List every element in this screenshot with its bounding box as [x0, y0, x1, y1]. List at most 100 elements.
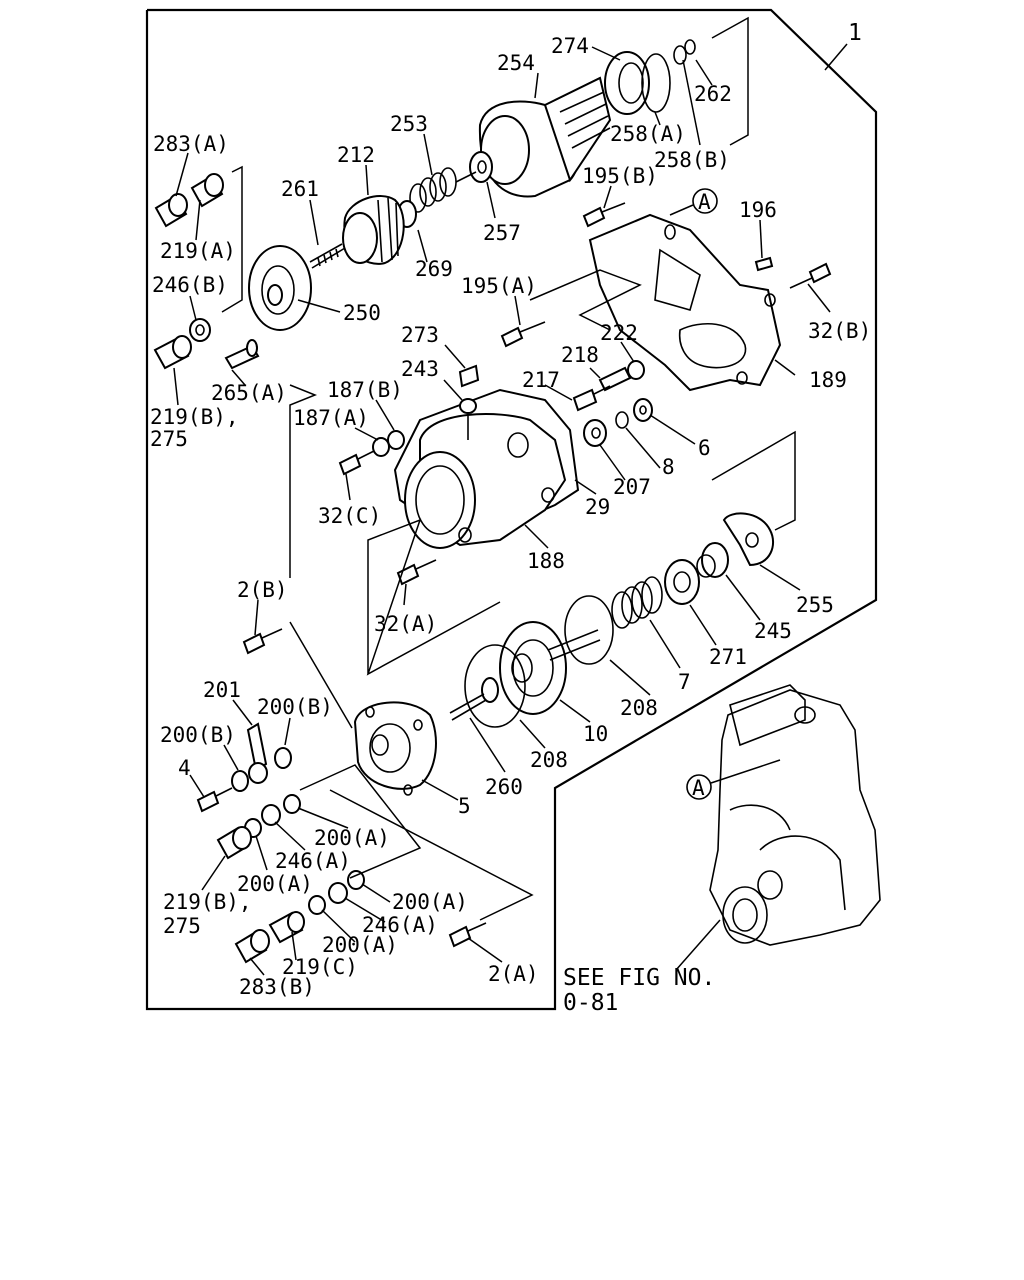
- part-5-cover: [353, 701, 437, 796]
- part-273-plug: [458, 364, 480, 388]
- part-201-fitting: [246, 722, 268, 784]
- part-255-plate: [722, 512, 775, 567]
- part-219c-fitting: [268, 911, 305, 944]
- part-261-screw: [309, 243, 346, 269]
- label-201: 201: [203, 678, 241, 702]
- part-254-housing: [478, 76, 612, 198]
- reference-pump-drawing: [709, 684, 881, 946]
- part-187a-washer: [372, 437, 390, 457]
- part-32b-bolt: [789, 262, 832, 289]
- label-271: 271: [709, 645, 747, 669]
- label-265a: 265(A): [211, 381, 287, 405]
- label-218: 218: [561, 343, 599, 367]
- label-261: 261: [281, 177, 319, 201]
- label-219b-lower: 219(B),: [163, 890, 252, 914]
- leader-lines: [173, 46, 831, 976]
- label-7: 7: [678, 670, 691, 694]
- part-218-pin: [598, 366, 632, 392]
- label-219c: 219(C): [282, 955, 358, 979]
- part-187b-washer: [387, 430, 405, 450]
- label-246b: 246(B): [152, 273, 228, 297]
- label-32c: 32(C): [318, 504, 381, 528]
- part-207-washer: [583, 419, 607, 447]
- part-208-oring-upper: [564, 595, 614, 665]
- label-2a: 2(A): [488, 962, 539, 986]
- part-243-washer: [459, 398, 477, 440]
- bracket-top-left: [221, 165, 243, 313]
- label-208-upper: 208: [620, 696, 658, 720]
- label-212: 212: [337, 143, 375, 167]
- label-243: 243: [401, 357, 439, 381]
- bracket-plate: [529, 269, 642, 331]
- part-257-washer: [469, 151, 493, 183]
- label-253: 253: [390, 112, 428, 136]
- part-283a-cap: [154, 193, 188, 228]
- label-208-lower: 208: [530, 748, 568, 772]
- part-7-spring: [611, 576, 663, 629]
- part-212-piston: [342, 195, 405, 265]
- part-219b-cap-upper: [153, 335, 192, 370]
- part-208-oring-lower: [464, 644, 526, 728]
- label-200a-1: 200(A): [314, 826, 390, 850]
- label-246a-1: 246(A): [275, 849, 351, 873]
- bracket-diaphragm: [711, 430, 796, 531]
- label-275-upper: 275: [150, 427, 188, 451]
- label-275-lower: 275: [163, 914, 201, 938]
- label-200a-3: 200(A): [392, 890, 468, 914]
- label-258b: 258(B): [654, 148, 730, 172]
- label-188: 188: [527, 549, 565, 573]
- part-200b-washer-right: [274, 747, 292, 769]
- label-196: 196: [739, 198, 777, 222]
- label-217: 217: [522, 368, 560, 392]
- part-32c-bolt: [338, 450, 375, 476]
- part-4-bolt: [196, 787, 233, 813]
- assembly-number: 1: [848, 20, 862, 46]
- label-274: 274: [551, 34, 589, 58]
- part-188-housing: [404, 413, 567, 549]
- label-283b: 283(B): [239, 975, 315, 999]
- label-262: 262: [694, 82, 732, 106]
- part-219b-cap-lower: [216, 826, 252, 860]
- label-195b: 195(B): [582, 164, 658, 188]
- part-250-cover: [248, 245, 312, 331]
- label-10: 10: [583, 722, 608, 746]
- part-196-pin: [754, 256, 774, 272]
- assembly-leader: [824, 43, 848, 71]
- part-274-locknut: [604, 51, 650, 115]
- see-fig-leader: [675, 919, 721, 971]
- part-217-bolt: [572, 385, 611, 412]
- label-255: 255: [796, 593, 834, 617]
- part-246a-nut-1: [261, 804, 281, 826]
- label-273: 273: [401, 323, 439, 347]
- part-6-nut: [633, 398, 653, 422]
- bracket-top-right: [711, 16, 749, 146]
- part-271-seat: [664, 559, 700, 605]
- see-fig-text-2: 0-81: [563, 990, 618, 1016]
- label-6: 6: [698, 436, 711, 460]
- label-250: 250: [343, 301, 381, 325]
- part-283b-cap: [234, 929, 270, 964]
- label-5: 5: [458, 794, 471, 818]
- label-200a-2: 200(A): [237, 872, 313, 896]
- see-fig-text-1: SEE FIG NO.: [563, 965, 715, 991]
- label-258a: 258(A): [610, 122, 686, 146]
- label-195a: 195(A): [461, 274, 537, 298]
- part-10-diaphragm: [499, 621, 601, 715]
- label-207: 207: [613, 475, 651, 499]
- label-29: 29: [585, 495, 610, 519]
- part-265a-fitting: [224, 339, 260, 370]
- part-2a-bolt: [448, 922, 487, 948]
- bracket-housing: [289, 384, 318, 578]
- label-260: 260: [485, 775, 523, 799]
- part-189-plate: [588, 213, 782, 392]
- part-219a-fitting: [190, 173, 224, 208]
- part-195b-bolt: [582, 202, 626, 228]
- label-283a: 283(A): [153, 132, 229, 156]
- label-222: 222: [600, 321, 638, 345]
- label-189: 189: [809, 368, 847, 392]
- label-257: 257: [483, 221, 521, 245]
- ref-a-circle-top: A: [669, 188, 718, 216]
- bracket-bottom: [329, 789, 534, 921]
- label-219a: 219(A): [160, 239, 236, 263]
- label-2b: 2(B): [237, 578, 288, 602]
